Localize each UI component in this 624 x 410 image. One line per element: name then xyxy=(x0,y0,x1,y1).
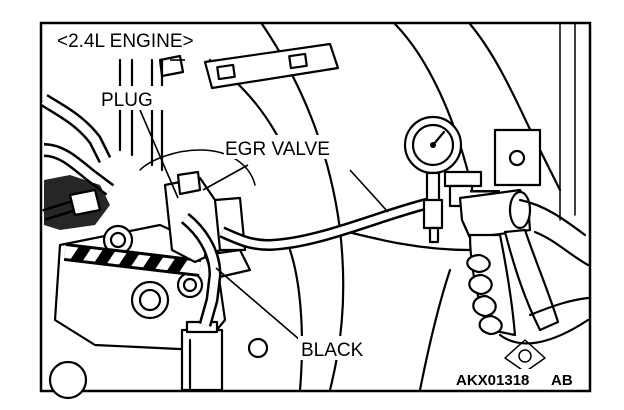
plug-label: PLUG xyxy=(101,90,153,111)
engine-label: <2.4L ENGINE> xyxy=(57,31,194,52)
black-hose-label: BLACK xyxy=(301,340,364,361)
figure-code: AKX01318 xyxy=(456,372,529,389)
figure-code-suffix: AB xyxy=(551,372,573,389)
egr-valve-label: EGR VALVE xyxy=(225,139,330,160)
